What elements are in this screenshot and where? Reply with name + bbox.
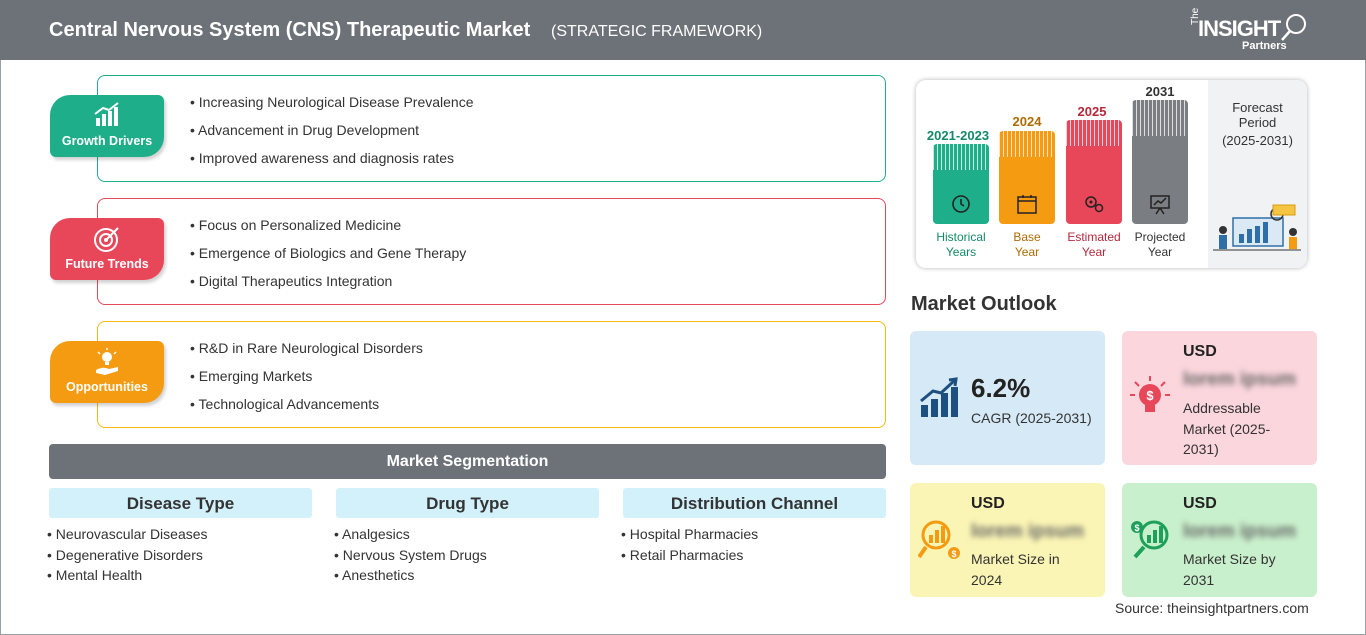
svg-text:$: $ [951, 549, 956, 559]
magnifier-growth-icon: $ [1131, 520, 1169, 559]
analytics-people-icon [1213, 204, 1301, 251]
cagr-value: 6.2% [971, 373, 1031, 403]
target-icon [94, 227, 119, 252]
page-title: Central Nervous System (CNS) Therapeutic… [49, 19, 531, 41]
list-item: Neurovascular Diseases [47, 525, 208, 546]
segment-distribution-channel-list: Hospital Pharmacies Retail Pharmacies [621, 525, 758, 566]
bar-chart-up-icon [94, 102, 119, 126]
list-item: Degenerative Disorders [47, 546, 208, 567]
addressable-market-currency: USD [1183, 343, 1217, 360]
future-trends-badge: Future Trends [50, 218, 164, 280]
market-size-2024-label: Market Size in 2024 [971, 551, 1060, 588]
segment-drug-type-list: Analgesics Nervous System Drugs Anesthet… [334, 525, 487, 587]
growth-drivers-panel: Increasing Neurological Disease Prevalen… [97, 75, 886, 182]
list-item: Improved awareness and diagnosis rates [190, 148, 474, 176]
cagr-label: CAGR (2025-2031) [971, 410, 1092, 426]
forecast-period-panel: Forecast Period (2025-2031) [1208, 80, 1307, 268]
market-segmentation-header: Market Segmentation [49, 444, 886, 479]
segment-drug-type-title: Drug Type [336, 488, 599, 518]
timeline-year-historical: 2021-2023 [926, 128, 990, 143]
timeline-year-projected: 2031 [1145, 84, 1175, 99]
idea-dollar-icon: $ [1130, 376, 1170, 412]
growth-chart-icon [920, 377, 958, 417]
market-size-2024-card: $ USD lorem ipsum Market Size in 2024 [910, 483, 1105, 597]
future-trends-label: Future Trends [65, 257, 149, 271]
lightbulb-hand-icon [96, 348, 118, 375]
list-item: Increasing Neurological Disease Prevalen… [190, 92, 474, 120]
market-size-2024-value: lorem ipsum [971, 521, 1084, 542]
svg-text:$: $ [1134, 523, 1139, 533]
magnifier-icon [1281, 14, 1306, 41]
growth-drivers-badge: Growth Drivers [50, 95, 164, 157]
header-bar: Central Nervous System (CNS) Therapeutic… [0, 0, 1366, 60]
timeline-label-projected: Projected Year [1134, 230, 1186, 259]
timeline-label-base: Base Year [1013, 230, 1041, 259]
gears-icon [1085, 196, 1104, 213]
segment-disease-type-title: Disease Type [49, 488, 312, 518]
market-size-2031-currency: USD [1183, 495, 1217, 512]
list-item: Anesthetics [334, 566, 487, 587]
list-item: Hospital Pharmacies [621, 525, 758, 546]
insight-partners-logo: The INSIGHT Partners [1190, 8, 1310, 54]
market-size-2031-label: Market Size by 2031 [1183, 551, 1276, 588]
future-trends-panel: Focus on Personalized Medicine Emergence… [97, 198, 886, 305]
market-size-2024-currency: USD [971, 495, 1005, 512]
forecast-period-label: Forecast Period [1232, 100, 1283, 130]
logo-partners: Partners [1242, 40, 1287, 52]
list-item: Retail Pharmacies [621, 546, 758, 567]
list-item: Emergence of Biologics and Gene Therapy [190, 243, 466, 271]
opportunities-label: Opportunities [66, 380, 148, 394]
list-item: Nervous System Drugs [334, 546, 487, 567]
market-size-2031-value: lorem ipsum [1183, 521, 1296, 542]
growth-drivers-label: Growth Drivers [61, 134, 153, 148]
history-icon [952, 195, 970, 213]
timeline-label-historical: Historical Years [936, 230, 986, 259]
timeline-bar-estimated [1066, 120, 1122, 224]
opportunities-list: R&D in Rare Neurological Disorders Emerg… [190, 338, 423, 422]
svg-text:$: $ [1146, 388, 1154, 403]
page-subtitle: (STRATEGIC FRAMEWORK) [551, 23, 763, 40]
list-item: Focus on Personalized Medicine [190, 215, 466, 243]
addressable-market-value: lorem ipsum [1183, 369, 1296, 390]
calendar-icon [1017, 195, 1037, 214]
market-size-2031-card: $ USD lorem ipsum Market Size by 2031 [1122, 483, 1317, 597]
addressable-market-label: Addressable Market (2025-2031) [1183, 400, 1271, 457]
magnifier-chart-icon: $ [918, 520, 960, 559]
timeline-bar-projected [1132, 100, 1188, 224]
list-item: Analgesics [334, 525, 487, 546]
timeline-bar-historical [933, 144, 989, 224]
list-item: Digital Therapeutics Integration [190, 271, 466, 299]
market-outlook-title: Market Outlook [911, 293, 1057, 315]
source-credit: Source: theinsightpartners.com [1115, 600, 1309, 616]
timeline-card: 2021-2023 Historical Years 2024 Base Yea… [916, 80, 1307, 268]
segment-disease-type-list: Neurovascular Diseases Degenerative Diso… [47, 525, 208, 587]
timeline-year-base: 2024 [1012, 114, 1042, 129]
logo-insight: INSIGHT [1198, 16, 1281, 41]
opportunities-badge: Opportunities [50, 341, 164, 403]
timeline-label-estimated: Estimated Year [1067, 230, 1121, 259]
opportunities-panel: R&D in Rare Neurological Disorders Emerg… [97, 321, 886, 428]
addressable-market-card: $ USD lorem ipsum Addressable Market (20… [1122, 331, 1317, 465]
future-trends-list: Focus on Personalized Medicine Emergence… [190, 215, 466, 299]
forecast-period-range: (2025-2031) [1222, 133, 1293, 148]
list-item: Emerging Markets [190, 366, 423, 394]
list-item: Technological Advancements [190, 394, 423, 422]
growth-drivers-list: Increasing Neurological Disease Prevalen… [190, 92, 474, 176]
list-item: Advancement in Drug Development [190, 120, 474, 148]
cagr-card: 6.2% CAGR (2025-2031) [910, 331, 1105, 465]
list-item: R&D in Rare Neurological Disorders [190, 338, 423, 366]
segment-distribution-channel-title: Distribution Channel [623, 488, 886, 518]
list-item: Mental Health [47, 566, 208, 587]
timeline-bar-base [999, 131, 1055, 224]
timeline-year-estimated: 2025 [1077, 104, 1107, 119]
presentation-icon [1150, 195, 1170, 215]
